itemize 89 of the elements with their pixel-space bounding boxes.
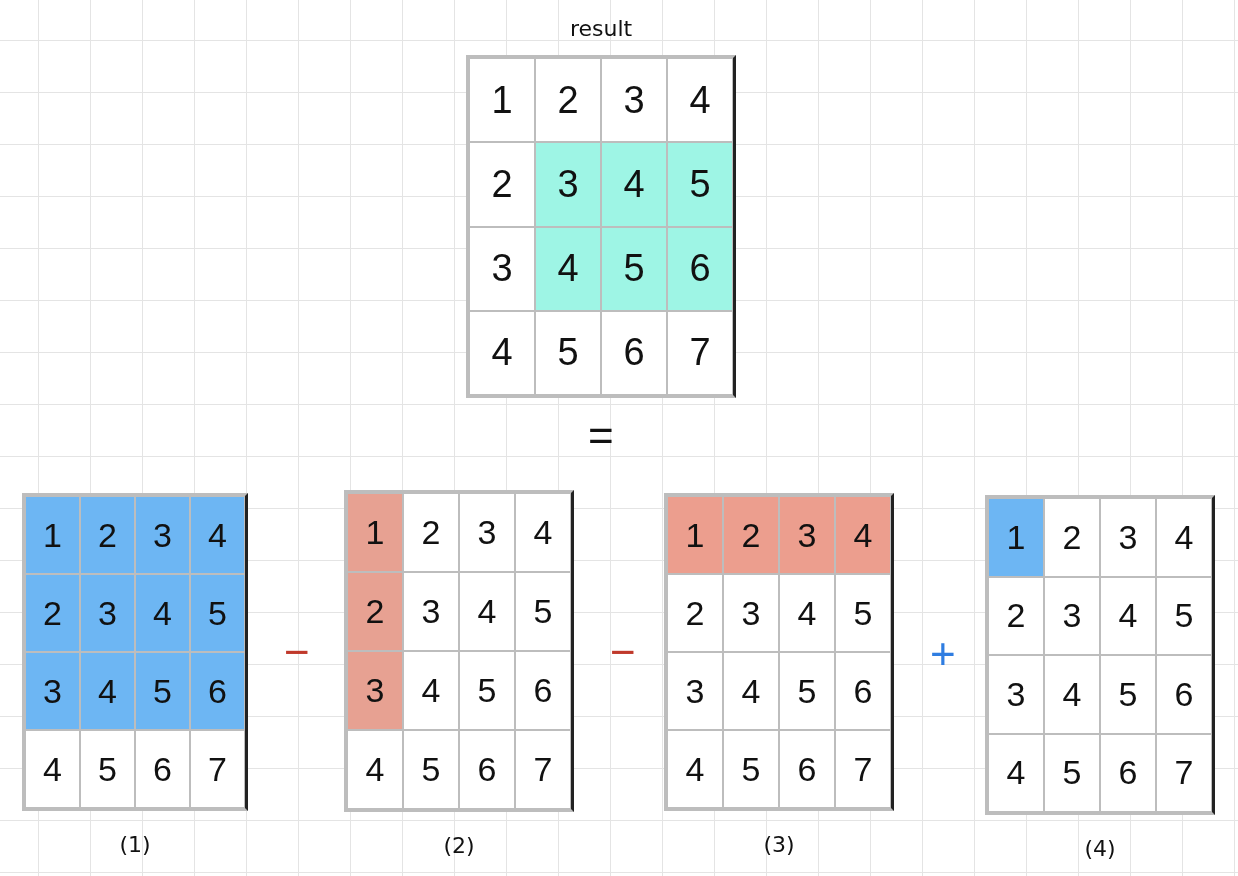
grid-caption: (2) (442, 833, 476, 858)
table-cell: 4 (779, 574, 835, 652)
table-cell: 4 (667, 58, 733, 143)
table-cell: 1 (347, 493, 403, 572)
table-cell: 3 (723, 574, 779, 652)
table-cell: 5 (535, 310, 601, 395)
table-cell: 1 (25, 496, 80, 574)
table-cell: 3 (667, 652, 723, 730)
table-cell: 4 (667, 730, 723, 808)
table-cell: 1 (988, 498, 1044, 577)
table-cell: 4 (80, 652, 135, 730)
grid-caption: result (568, 16, 634, 41)
table-cell: 6 (1156, 655, 1212, 734)
table-cell: 1 (667, 496, 723, 574)
table-cell: 5 (80, 730, 135, 808)
table-cell: 5 (1156, 576, 1212, 655)
grid-caption: (4) (1083, 836, 1117, 861)
table-cell: 2 (80, 496, 135, 574)
table-cell: 4 (403, 651, 459, 730)
table-cell: 3 (135, 496, 190, 574)
table-cell: 4 (1044, 655, 1100, 734)
table-cell: 6 (667, 226, 733, 311)
table-cell: 4 (515, 493, 571, 572)
table-cell: 3 (535, 142, 601, 227)
table-cell: 2 (347, 572, 403, 651)
table-cell: 6 (835, 652, 891, 730)
table-cell: 1 (469, 58, 535, 143)
table-cell: 3 (988, 655, 1044, 734)
table-cell: 3 (601, 58, 667, 143)
table-cell: 7 (190, 730, 245, 808)
table-cell: 2 (667, 574, 723, 652)
table-cell: 4 (1100, 576, 1156, 655)
table-cell: 4 (459, 572, 515, 651)
table-cell: 2 (1044, 498, 1100, 577)
table-cell: 3 (347, 651, 403, 730)
table-cell: 4 (1156, 498, 1212, 577)
table-cell: 3 (403, 572, 459, 651)
table-cell: 3 (469, 226, 535, 311)
table-cell: 7 (515, 730, 571, 809)
table-cell: 4 (135, 574, 190, 652)
table-cell: 4 (469, 310, 535, 395)
table-cell: 5 (403, 730, 459, 809)
table-cell: 6 (1100, 733, 1156, 812)
table-cell: 5 (667, 142, 733, 227)
table-cell: 2 (403, 493, 459, 572)
table-cell: 4 (601, 142, 667, 227)
minus-sign: − (610, 630, 636, 674)
table-cell: 4 (347, 730, 403, 809)
table-cell: 2 (723, 496, 779, 574)
table-cell: 6 (779, 730, 835, 808)
table-cell: 3 (80, 574, 135, 652)
table-cell: 3 (779, 496, 835, 574)
table-cell: 4 (835, 496, 891, 574)
table-cell: 5 (515, 572, 571, 651)
table-cell: 6 (190, 652, 245, 730)
table-cell: 5 (1044, 733, 1100, 812)
table-cell: 7 (667, 310, 733, 395)
table-cell: 7 (835, 730, 891, 808)
table-cell: 2 (25, 574, 80, 652)
table-cell: 6 (515, 651, 571, 730)
table-cell: 2 (535, 58, 601, 143)
grid-caption: (1) (118, 832, 152, 857)
table-cell: 2 (988, 576, 1044, 655)
table-cell: 4 (190, 496, 245, 574)
table-cell: 4 (535, 226, 601, 311)
table-cell: 6 (601, 310, 667, 395)
table-cell: 5 (601, 226, 667, 311)
table-cell: 5 (459, 651, 515, 730)
table-cell: 4 (723, 652, 779, 730)
table-cell: 3 (1100, 498, 1156, 577)
table-cell: 3 (459, 493, 515, 572)
table-cell: 6 (459, 730, 515, 809)
table-cell: 4 (988, 733, 1044, 812)
table-cell: 5 (723, 730, 779, 808)
table-cell: 5 (190, 574, 245, 652)
equals-sign: = (588, 414, 614, 458)
minus-sign: − (284, 630, 310, 674)
table-cell: 7 (1156, 733, 1212, 812)
table-cell: 5 (1100, 655, 1156, 734)
table-cell: 5 (135, 652, 190, 730)
table-cell: 5 (779, 652, 835, 730)
table-cell: 4 (25, 730, 80, 808)
grid-caption: (3) (762, 832, 796, 857)
table-cell: 6 (135, 730, 190, 808)
table-cell: 3 (1044, 576, 1100, 655)
table-cell: 5 (835, 574, 891, 652)
table-cell: 3 (25, 652, 80, 730)
table-cell: 2 (469, 142, 535, 227)
plus-sign: + (930, 632, 956, 676)
